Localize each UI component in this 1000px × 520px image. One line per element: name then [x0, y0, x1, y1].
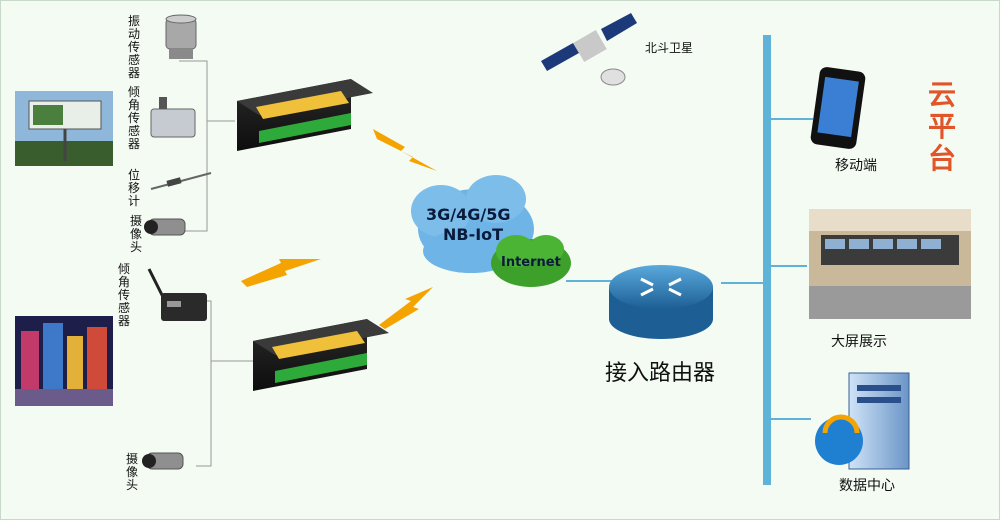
- displacement-label: 位移计: [127, 168, 140, 208]
- displacement-meter: [150, 172, 212, 190]
- data-center-icon: [815, 372, 910, 470]
- big-screen-label: 大屏展示: [831, 334, 887, 350]
- camera-top-label: 摄像头: [129, 214, 142, 254]
- big-screen-image: [809, 209, 971, 319]
- mobile-phone-icon: [810, 67, 866, 149]
- tilt-sensor: [150, 97, 196, 138]
- cloud-network-line2: NB-IoT: [443, 225, 504, 244]
- vibration-sensor: [165, 14, 197, 59]
- mobile-label: 移动端: [835, 158, 877, 174]
- tilt-sensor-top-label: 倾角传感器: [127, 85, 140, 151]
- billboard-image: [15, 91, 113, 166]
- internet-label: Internet: [501, 255, 561, 270]
- camera-bottom-label: 摄像头: [125, 452, 138, 492]
- cloud-network-line1: 3G/4G/5G: [426, 205, 511, 224]
- vibration-sensor-label: 振动传感器: [127, 14, 140, 80]
- router-label: 接入路由器: [605, 361, 716, 386]
- gateway-device-bottom: [253, 319, 389, 391]
- signal-bolt-icon: [241, 259, 321, 287]
- bottom-group-connector: [196, 300, 212, 467]
- platform-bus: [763, 35, 771, 485]
- city-image: [15, 316, 113, 406]
- internet-cloud: [491, 235, 571, 287]
- router-icon: [609, 265, 713, 339]
- camera-top: [144, 218, 186, 236]
- satellite-icon: [541, 13, 637, 86]
- tilt-sensor-bottom-label: 倾角传感器: [117, 262, 130, 328]
- wireless-tilt-sensor: [147, 268, 207, 321]
- data-center-label: 数据中心: [839, 478, 895, 494]
- satellite-label: 北斗卫星: [645, 41, 694, 55]
- cloud-platform-title: 云平台: [927, 78, 956, 175]
- gateway-device-top: [237, 79, 373, 151]
- signal-bolt-icon: [379, 287, 433, 329]
- camera-bottom: [142, 452, 184, 470]
- top-group-connector: [179, 60, 208, 232]
- signal-bolt-icon: [373, 129, 437, 171]
